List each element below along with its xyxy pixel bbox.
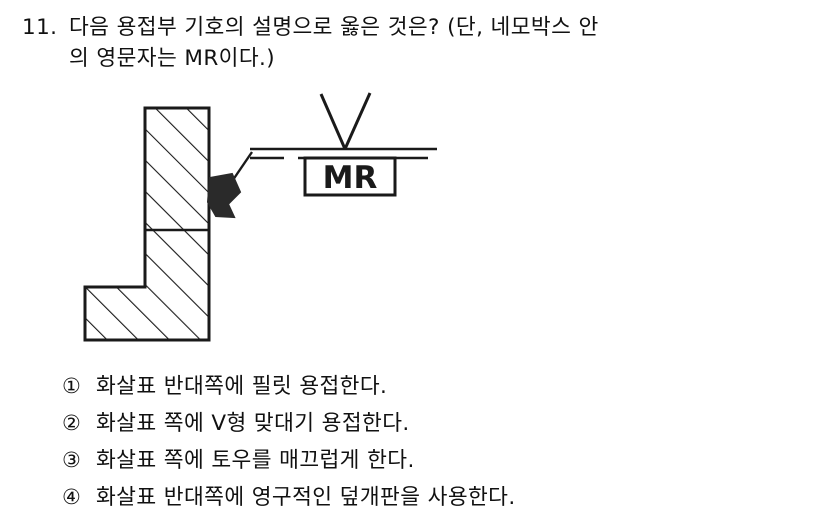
question-stem: 11. 다음 용접부 기호의 설명으로 옳은 것은? (단, 네모박스 안 의 … [22,12,812,74]
backing-symbol-label: MR [323,160,378,196]
question-line-2: 의 영문자는 MR이다.) [22,43,812,74]
leader-line [206,151,253,219]
choice-marker-3: ③ [62,448,82,472]
answer-choice-2[interactable]: ② 화살표 쪽에 V형 맞대기 용접한다. [62,405,822,442]
question-number: 11. [22,15,58,40]
answer-choice-4[interactable]: ④ 화살표 반대쪽에 영구적인 덮개판을 사용한다. [62,479,822,516]
question-text-line-1: 다음 용접부 기호의 설명으로 옳은 것은? (단, 네모박스 안 [69,15,599,40]
choice-marker-2: ② [62,411,82,435]
workpiece-section [83,106,211,342]
choice-text-2: 화살표 쪽에 V형 맞대기 용접한다. [96,411,410,436]
backing-symbol-icon [303,156,397,197]
answer-choice-list: ① 화살표 반대쪽에 필릿 용접한다. ② 화살표 쪽에 V형 맞대기 용접한다… [62,368,822,516]
answer-choice-1[interactable]: ① 화살표 반대쪽에 필릿 용접한다. [62,368,822,405]
choice-text-1: 화살표 반대쪽에 필릿 용접한다. [96,374,388,399]
choice-marker-1: ① [62,374,82,398]
choice-text-4: 화살표 반대쪽에 영구적인 덮개판을 사용한다. [96,485,516,510]
question-line-1: 11. 다음 용접부 기호의 설명으로 옳은 것은? (단, 네모박스 안 [22,12,812,43]
choice-marker-4: ④ [62,485,82,509]
v-groove-symbol-icon [319,92,372,150]
choice-text-3: 화살표 쪽에 토우를 매끄럽게 한다. [96,448,415,473]
question-text-line-2: 의 영문자는 MR이다.) [69,46,276,71]
answer-choice-3[interactable]: ③ 화살표 쪽에 토우를 매끄럽게 한다. [62,442,822,479]
welding-symbol-diagram: MR [0,78,826,363]
arrowhead-icon [206,172,242,219]
